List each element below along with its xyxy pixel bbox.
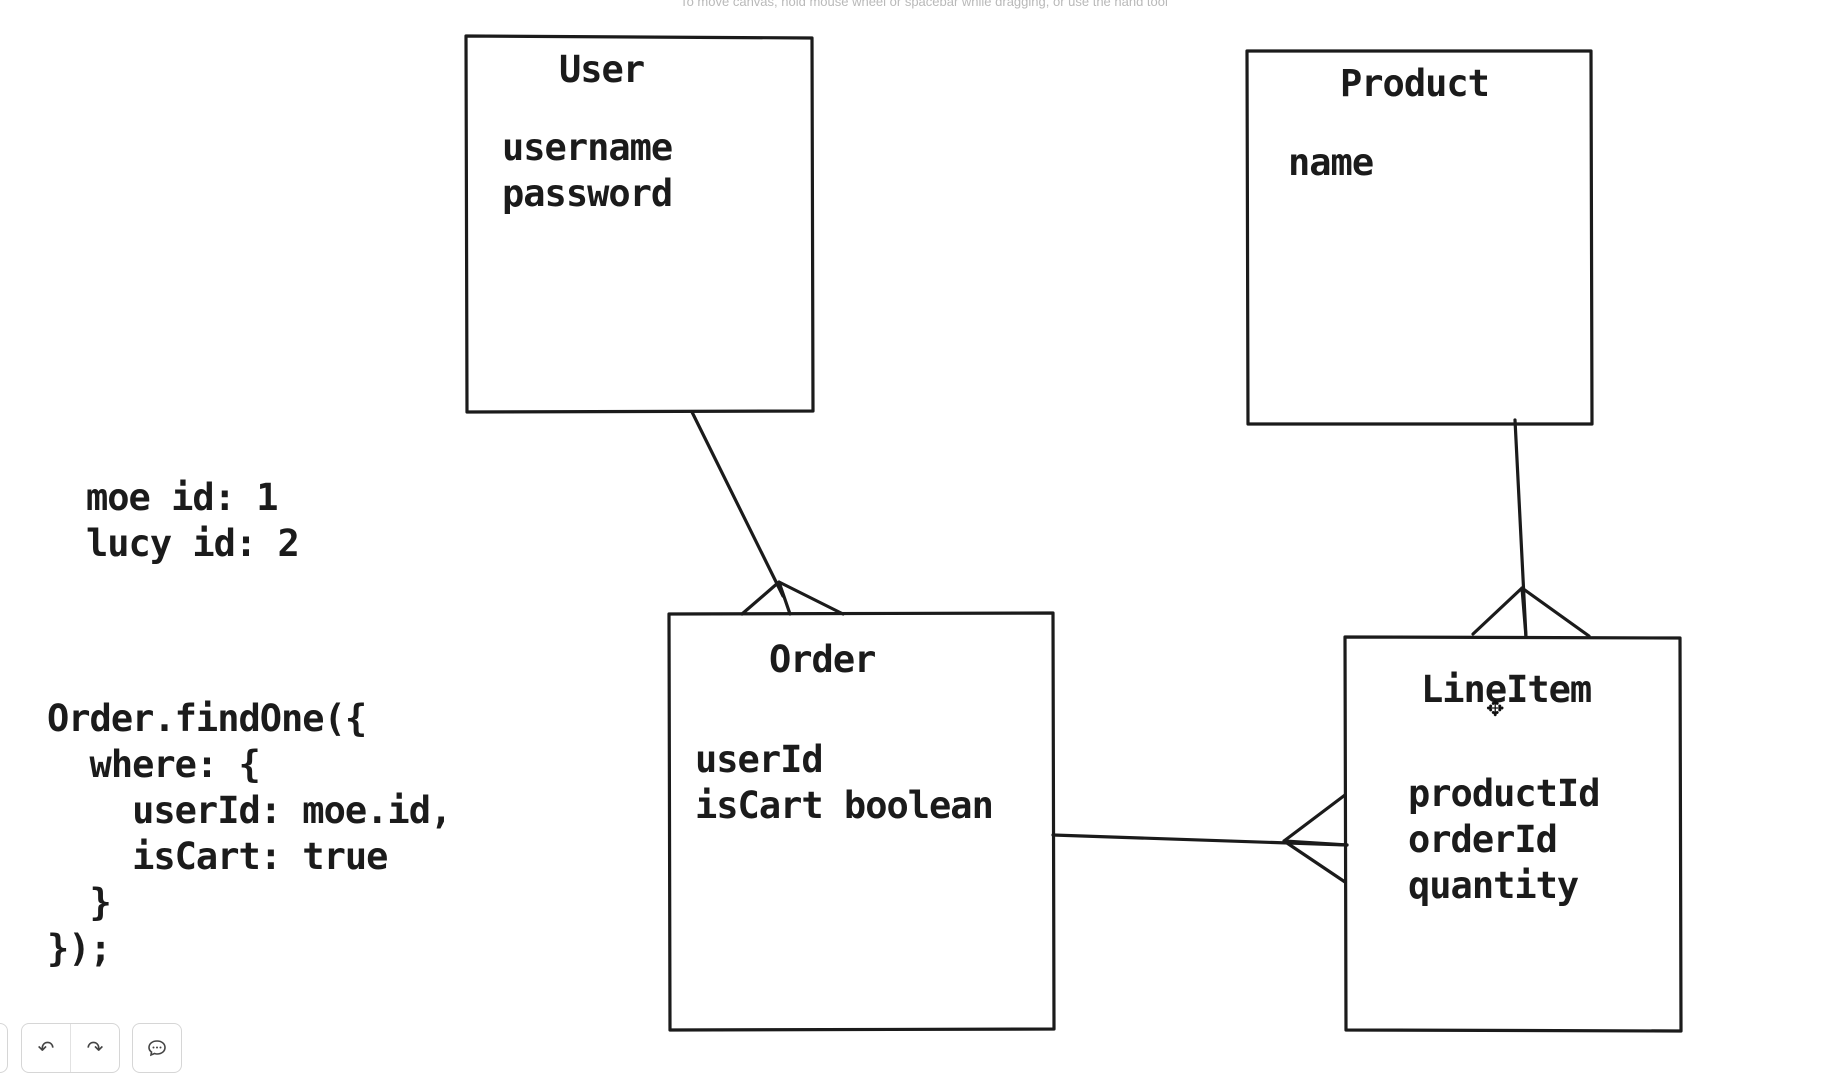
product-entity-box[interactable]	[1245, 49, 1594, 426]
product-lineitem-crowfoot	[1471, 586, 1591, 639]
query-note: Order.findOne({ where: { userId: moe.id,…	[47, 697, 452, 970]
redo-button[interactable]: ↷	[70, 1024, 119, 1072]
history-toolbar: ↶ ↷	[21, 1023, 120, 1073]
canvas-hint: To move canvas, hold mouse wheel or spac…	[680, 0, 1168, 9]
order-entity-fields: userId isCart boolean	[695, 738, 994, 827]
move-cursor-icon: ✥	[1486, 697, 1505, 722]
user-order-relation-line[interactable]	[690, 410, 785, 598]
lineitem-entity-fields: productId orderId quantity	[1408, 772, 1600, 907]
redo-icon: ↷	[86, 1036, 104, 1060]
user-entity-fields: username password	[502, 126, 673, 215]
comment-button[interactable]	[132, 1023, 182, 1073]
order-entity-box[interactable]	[667, 611, 1056, 1032]
product-entity-fields: name	[1288, 141, 1374, 184]
user-entity-box[interactable]	[464, 34, 815, 414]
lineitem-entity-title: LineItem	[1421, 668, 1592, 711]
lineitem-entity-box[interactable]	[1343, 635, 1683, 1033]
user-order-crowfoot	[740, 580, 845, 616]
undo-button[interactable]: ↶	[22, 1024, 70, 1072]
product-entity-title: Product	[1340, 62, 1490, 105]
undo-icon: ↶	[37, 1036, 55, 1060]
order-entity-title: Order	[769, 638, 876, 681]
order-lineitem-crowfoot	[1282, 793, 1349, 884]
ids-note: moe id: 1 lucy id: 2	[86, 476, 300, 565]
comment-icon	[148, 1040, 166, 1057]
zoom-controls-edge[interactable]	[0, 1023, 8, 1073]
user-entity-title: User	[559, 48, 645, 91]
